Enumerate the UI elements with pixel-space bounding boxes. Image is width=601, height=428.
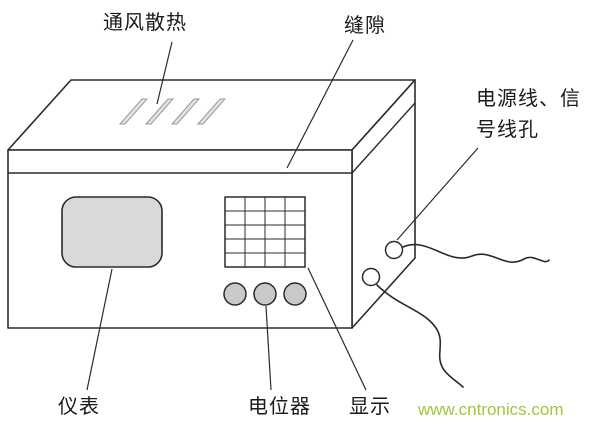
potentiometer-knob-3 [283, 282, 307, 306]
vent-slat-4 [196, 98, 227, 125]
vent-slat-1 [118, 98, 149, 125]
leader-meter [86, 268, 113, 391]
potentiometer-knob-2 [253, 282, 277, 306]
vent-slat-2 [144, 98, 175, 125]
leader-potentiometer [265, 305, 272, 391]
label-meter: 仪表 [58, 396, 100, 418]
vent-slat-3 [170, 98, 201, 125]
seam-line-side [351, 102, 416, 174]
label-display: 显示 [349, 396, 391, 418]
leader-display [307, 267, 367, 391]
cable-lower [376, 284, 464, 388]
label-ventilation: 通风散热 [103, 12, 187, 34]
label-gap: 缝隙 [344, 15, 386, 37]
leader-ventilation [156, 41, 173, 105]
leader-cable-holes [396, 147, 479, 241]
potentiometer-knob-1 [223, 282, 247, 306]
cable-upper [402, 243, 550, 263]
meter-panel [61, 196, 163, 268]
cable-hole-upper [384, 240, 404, 260]
label-potentiometer: 电位器 [248, 396, 311, 418]
label-cable-holes-line1: 电源线、信 [476, 88, 581, 110]
label-cable-holes: 电源线、信 号线孔 [476, 84, 581, 146]
watermark-text: www.cntronics.com [418, 400, 564, 419]
leader-gap [286, 39, 354, 169]
cable-hole-lower [361, 267, 381, 287]
label-cable-holes-line2: 号线孔 [476, 119, 539, 141]
